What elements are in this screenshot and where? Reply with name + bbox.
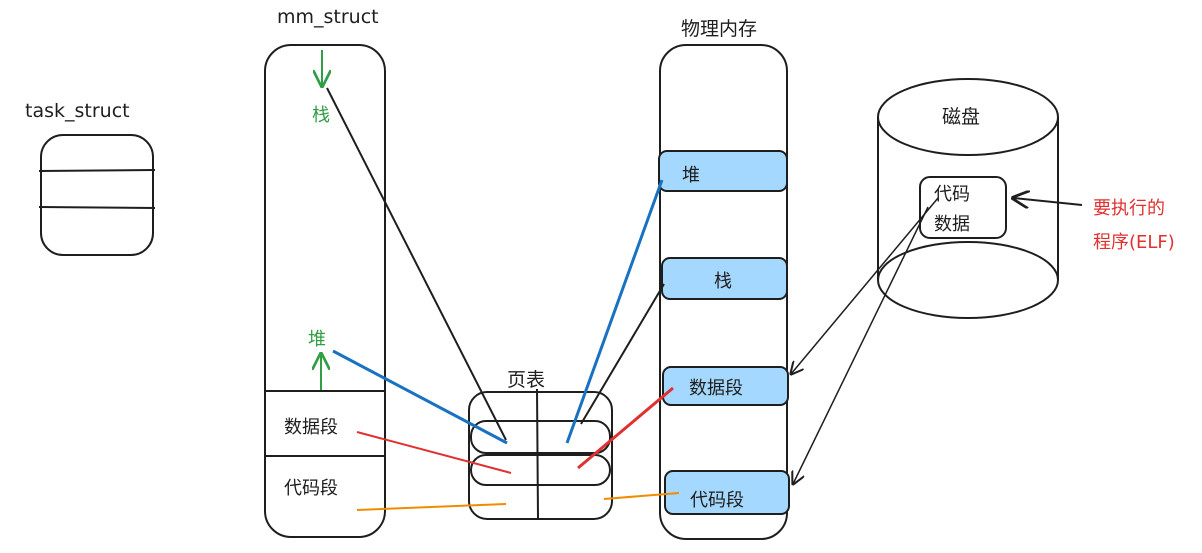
pt-to-phys-stack-line: [580, 283, 665, 425]
code-mapping-line: [356, 503, 507, 511]
disk-data-label: 数据: [934, 214, 970, 235]
page-table-title: 页表: [507, 369, 546, 391]
mm-heap-label: 堆: [308, 329, 326, 350]
phys-code-block: [664, 470, 790, 515]
physical-memory-title: 物理内存: [681, 18, 758, 40]
mm-stack-label: 栈: [312, 105, 330, 126]
phys-data-label: 数据段: [689, 378, 743, 399]
mm-data-segment: 数据段: [284, 417, 338, 438]
task-struct-box: [38, 134, 156, 256]
mm-struct-box: [264, 44, 386, 538]
physical-memory-box: [658, 44, 790, 540]
disk-title: 磁盘: [942, 106, 981, 128]
disk-to-code-arrow: [793, 206, 929, 484]
data-mapping-line: [356, 431, 512, 474]
disk-code-label: 代码: [934, 184, 970, 205]
disk-to-data-arrow: [791, 197, 939, 374]
mm-struct-title: mm_struct: [277, 6, 379, 28]
program-pointer-arrow: [1013, 198, 1083, 205]
phys-code-label: 代码段: [690, 490, 744, 511]
phys-data-block: [662, 366, 789, 406]
heap-mapping-line: [332, 349, 508, 445]
stack-mapping-line: [326, 87, 507, 441]
program-note-line1: 要执行的: [1093, 198, 1165, 219]
phys-heap-block: [658, 150, 788, 192]
phys-stack-block: [661, 257, 788, 300]
program-note-line2: 程序(ELF): [1093, 232, 1175, 253]
phys-stack-label: 栈: [714, 271, 732, 292]
pt-to-phys-code-line: [603, 492, 680, 500]
pt-to-phys-data-line: [577, 386, 674, 470]
mm-code-segment: 代码段: [284, 478, 338, 499]
disk-cylinder: [877, 78, 1059, 319]
pt-to-phys-heap-line: [565, 179, 664, 444]
page-table-box: [468, 388, 613, 520]
phys-heap-label: 堆: [682, 165, 700, 186]
task-struct-title: task_struct: [25, 100, 130, 122]
